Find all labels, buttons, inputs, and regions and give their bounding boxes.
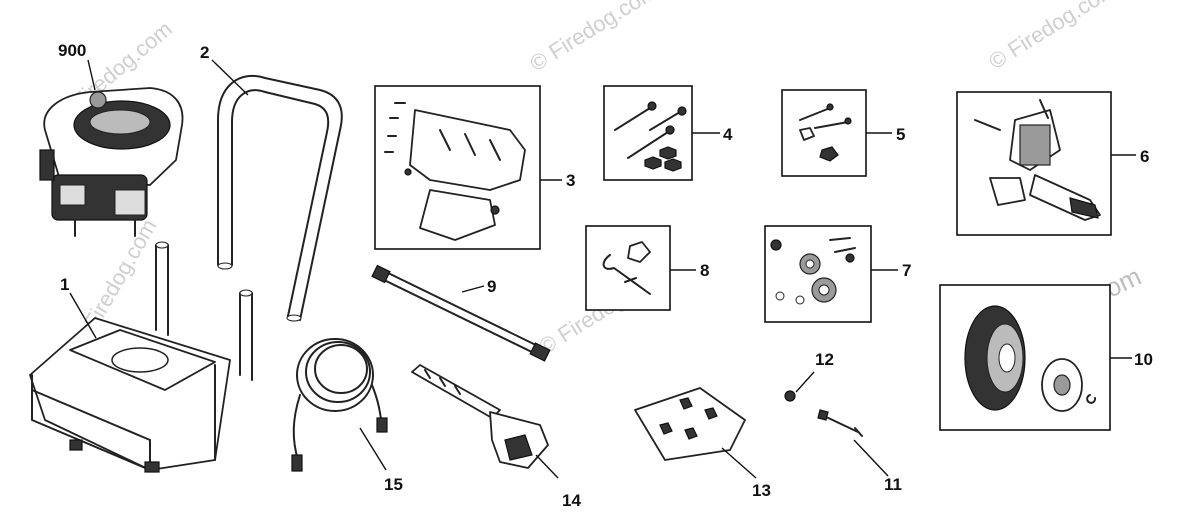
part-label-12: 12: [815, 350, 834, 369]
watermark-1: © Firedog.com: [525, 0, 661, 76]
part-label-15: 15: [384, 475, 403, 494]
bolt-kit-5-box: [781, 89, 867, 177]
part-label-10: 10: [1134, 350, 1153, 369]
axle-bolt-illustration: [817, 409, 863, 437]
part-label-5: 5: [896, 125, 905, 144]
bracket-kit-box: [374, 85, 541, 250]
handle-illustration: [217, 74, 343, 322]
part-label-900: 900: [58, 41, 86, 60]
hose-illustration: [291, 338, 388, 472]
lance-illustration: [371, 264, 551, 362]
part-label-3: 3: [566, 171, 575, 190]
part-label-8: 8: [700, 261, 709, 280]
part-label-13: 13: [752, 481, 771, 500]
part-label-9: 9: [487, 277, 496, 296]
part-label-1: 1: [60, 275, 69, 294]
watermark-2: © Firedog.com: [984, 0, 1120, 74]
part-label-6: 6: [1140, 147, 1149, 166]
part-label-7: 7: [902, 261, 911, 280]
nut-illustration: [784, 390, 796, 402]
part-label-11: 11: [884, 475, 902, 494]
pump-box: [956, 91, 1112, 236]
part-label-4: 4: [723, 125, 733, 144]
pin-kit-box: [585, 225, 671, 311]
nozzle-pack-illustration: [634, 387, 746, 461]
engine-illustration: [39, 87, 184, 237]
base-frame-illustration: [29, 241, 253, 473]
bolt-kit-4-box: [603, 85, 693, 181]
part-label-14: 14: [562, 491, 581, 510]
wheel-kit-box: [939, 284, 1111, 431]
spray-gun-illustration: [411, 364, 549, 469]
part-label-2: 2: [200, 43, 209, 62]
wheel-hardware-box: [764, 225, 872, 323]
